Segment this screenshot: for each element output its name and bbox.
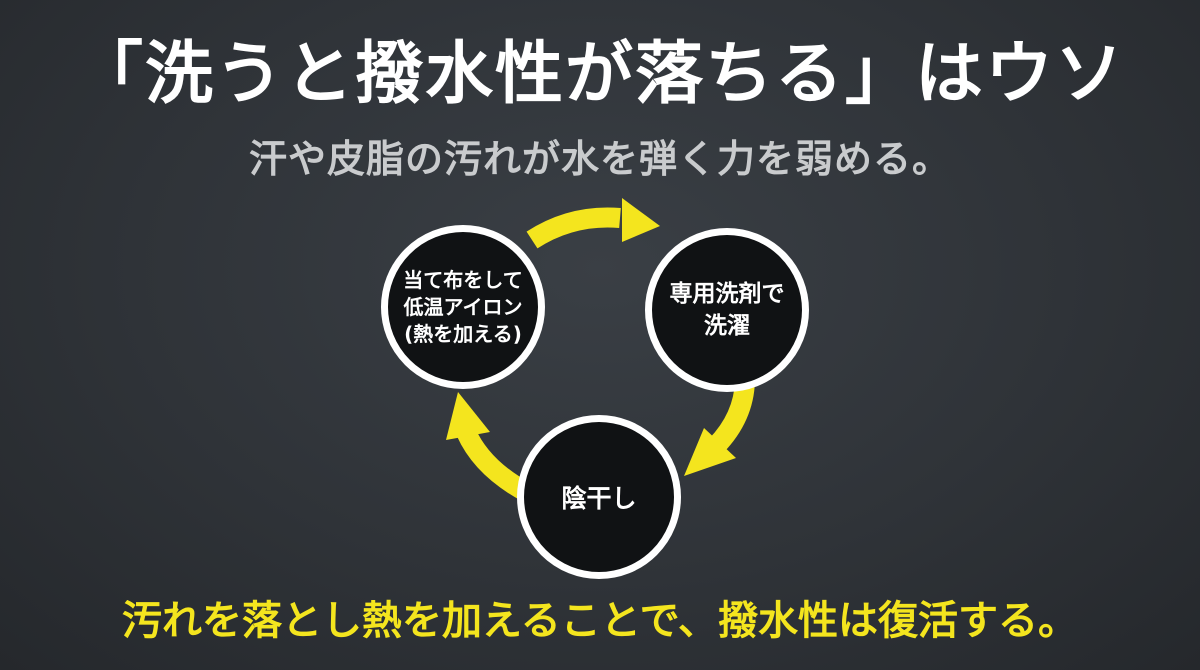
- arrowhead-wash-to-dry: [684, 428, 736, 476]
- step-drying-circle: 陰干し: [517, 415, 681, 579]
- arrowhead-dry-to-iron: [446, 392, 490, 440]
- subtitle: 汗や皮脂の汚れが水を弾く力を弱める。: [248, 137, 951, 181]
- arrow-iron-to-wash: [526, 207, 621, 249]
- page-title: 「洗うと撥水性が落ちる」はウソ: [74, 34, 1125, 114]
- arrow-dry-to-iron: [456, 427, 531, 501]
- step-ironing-circle: 当て布をして 低温アイロン (熱を加える): [381, 225, 545, 389]
- step-washing-label: 専用洗剤で 洗濯: [669, 281, 785, 339]
- arrowhead-iron-to-wash: [622, 198, 660, 242]
- step-ironing-label: 当て布をして 低温アイロン (熱を加える): [403, 267, 523, 346]
- step-drying-label: 陰干し: [561, 484, 637, 513]
- conclusion-text: 汚れを落とし熱を加えることで、撥水性は復活する。: [122, 598, 1078, 644]
- step-washing-circle: 専用洗剤で 洗濯: [645, 228, 809, 392]
